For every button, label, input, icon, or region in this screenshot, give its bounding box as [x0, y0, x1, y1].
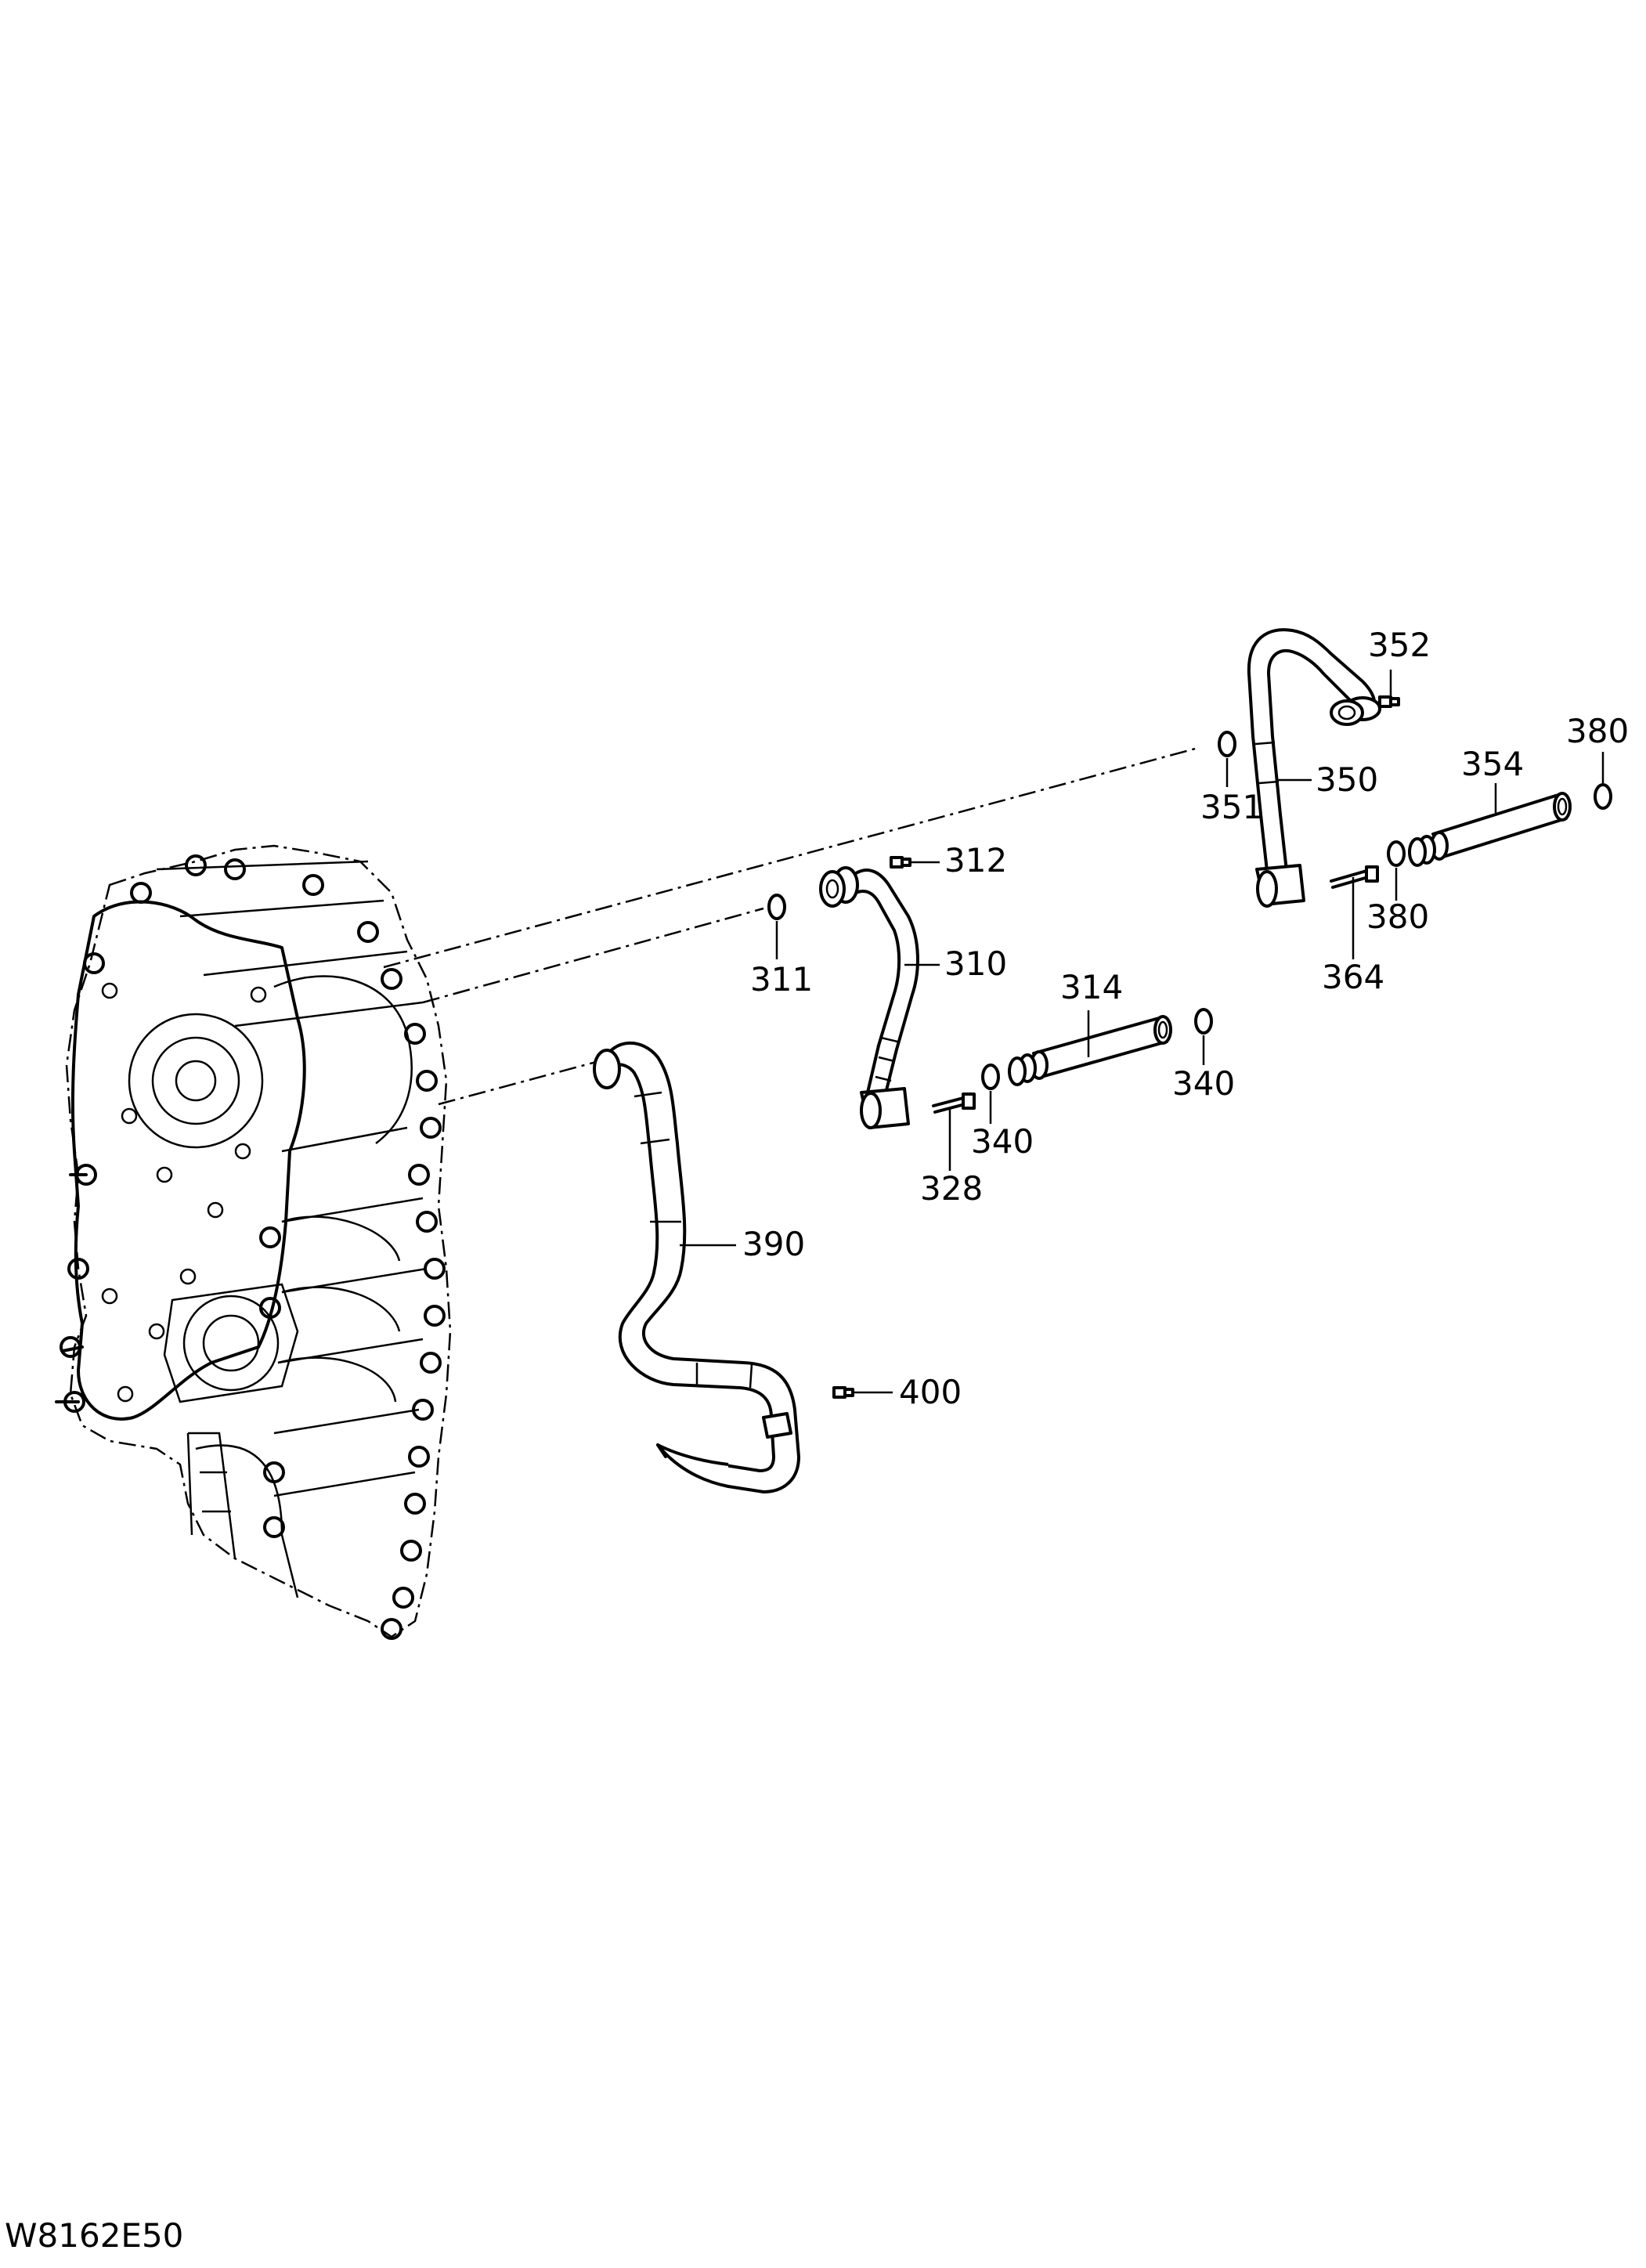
bolt-352: [1378, 695, 1400, 708]
callout-312: 312: [944, 841, 1007, 879]
callout-314: 314: [1060, 968, 1123, 1006]
callout-328: 328: [920, 1169, 983, 1208]
callout-340-right: 340: [1172, 1064, 1235, 1103]
pipe-310: [819, 866, 919, 1129]
transmission-housing: [55, 844, 452, 1640]
callout-364: 364: [1322, 958, 1384, 996]
tube-354: [1408, 792, 1572, 867]
pipe-350: [1247, 628, 1381, 908]
bolt-400: [832, 1386, 854, 1399]
callout-311: 311: [750, 960, 813, 999]
callout-400: 400: [899, 1373, 962, 1411]
bolt-328: [932, 1092, 976, 1114]
seal-ring-311: [767, 894, 786, 920]
callout-351: 351: [1200, 788, 1263, 826]
callout-labels: 352 380 354 350 351 380 364 312 311 310 …: [742, 626, 1629, 1411]
seal-ring-340-left: [981, 1064, 1000, 1090]
seal-ring-351: [1218, 731, 1236, 757]
callout-340-left: 340: [971, 1122, 1034, 1161]
housing-perimeter-bolts: [60, 854, 446, 1640]
leader-lines: [680, 670, 1604, 1394]
callout-310: 310: [944, 944, 1007, 983]
callout-380-right: 380: [1566, 712, 1629, 750]
bolt-312: [890, 856, 911, 869]
callout-352: 352: [1368, 626, 1431, 664]
callout-350: 350: [1316, 760, 1378, 799]
drawing-code: W8162E50: [5, 2216, 184, 2255]
assembly-centerlines: [383, 746, 1199, 1106]
tube-314: [1008, 1015, 1172, 1086]
callout-380-lower: 380: [1366, 897, 1429, 936]
callout-354: 354: [1461, 745, 1524, 783]
seal-ring-340-right: [1194, 1008, 1213, 1035]
bolt-364: [1330, 865, 1379, 889]
housing-bolt-holes: [101, 982, 267, 1403]
pipe-390: [593, 1041, 800, 1493]
seal-ring-380-right: [1594, 783, 1612, 810]
seal-ring-380-lower: [1387, 840, 1406, 867]
callout-390: 390: [742, 1225, 805, 1263]
